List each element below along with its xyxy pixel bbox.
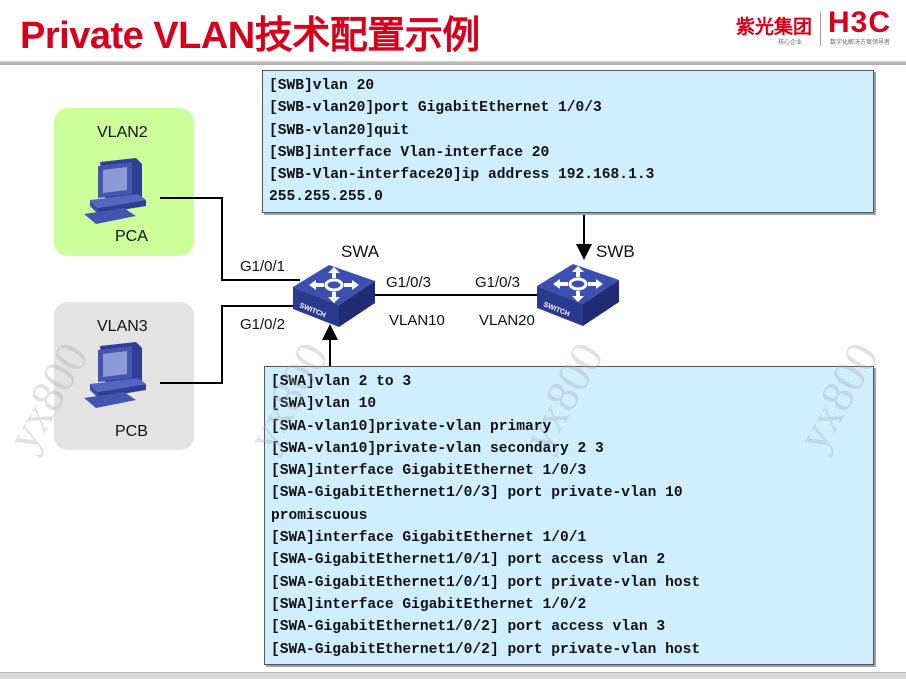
code-line: [SWA]vlan 10 [271, 396, 377, 413]
code-line: [SWB-Vlan-interface20]ip address 192.168… [269, 167, 655, 184]
code-line: [SWB]interface Vlan-interface 20 [269, 144, 550, 161]
group-name: 紫光集团 [736, 16, 813, 38]
pcb-pc-icon [84, 342, 146, 408]
code-line: promiscuous [271, 507, 368, 524]
footer-bar [0, 672, 906, 679]
pca-label: PCA [115, 228, 148, 245]
swb-config-box: [SWB]vlan 20 [SWB-vlan20]port GigabitEthe… [262, 70, 874, 213]
h3c-logo: 紫光集团 核心企业 H3C 数字化解决方案领导者 [736, 6, 906, 50]
port-label-swb-g1-0-3: G1/0/3 [475, 274, 521, 291]
code-line: [SWB-vlan20]quit [269, 122, 410, 139]
vlan3-label: VLAN3 [97, 318, 148, 335]
swa-switch-icon: SWITCH [293, 265, 375, 327]
port-label-swa-g1-0-1: G1/0/1 [240, 258, 286, 275]
swb-label: SWB [596, 242, 635, 261]
code-line: [SWA-GigabitEthernet1/0/2] port private-… [271, 641, 701, 658]
port-label-swa-g1-0-2: G1/0/2 [240, 316, 286, 333]
pcb-label: PCB [115, 423, 148, 440]
code-line: [SWA]interface GigabitEthernet 1/0/3 [271, 463, 587, 480]
swb-switch-icon: SWITCH [537, 264, 619, 326]
code-line: [SWB]vlan 20 [269, 78, 375, 94]
group-tagline: 核心企业 [778, 39, 803, 46]
port-label-swa-g1-0-3: G1/0/3 [386, 274, 432, 291]
code-line: [SWA]interface GigabitEthernet 1/0/2 [271, 596, 587, 613]
code-line: [SWA-GigabitEthernet1/0/2] port access v… [271, 619, 666, 636]
brand-tagline: 数字化解决方案领导者 [830, 39, 891, 46]
code-line: [SWA-vlan10]private-vlan primary [271, 418, 552, 435]
link-vlan20-label: VLAN20 [479, 312, 535, 329]
brand-name: H3C [828, 6, 892, 39]
code-line: [SWA-GigabitEthernet1/0/1] port private-… [271, 574, 701, 591]
link-vlan10-label: VLAN10 [389, 312, 445, 329]
code-line: [SWA]interface GigabitEthernet 1/0/1 [271, 530, 587, 547]
code-line: [SWA-GigabitEthernet1/0/3] port private-… [271, 485, 683, 502]
code-line: [SWA]vlan 2 to 3 [271, 374, 412, 390]
header-divider [0, 61, 906, 65]
link-pcb-swa [160, 305, 300, 384]
code-line: [SWA-GigabitEthernet1/0/1] port access v… [271, 552, 666, 569]
pca-pc-icon [84, 158, 146, 224]
swa-label: SWA [341, 242, 380, 261]
code-line: [SWA-vlan10]private-vlan secondary 2 3 [271, 440, 604, 457]
page-title: Private VLAN技术配置示例 [20, 15, 480, 57]
code-line: 255.255.255.0 [269, 189, 383, 206]
code-line: [SWB-vlan20]port GigabitEthernet 1/0/3 [269, 100, 602, 117]
vlan2-label: VLAN2 [97, 124, 148, 141]
swa-config-box: [SWA]vlan 2 to 3 [SWA]vlan 10 [SWA-vlan10]… [264, 366, 874, 665]
logo-divider [820, 12, 821, 46]
link-pca-swa [160, 197, 300, 281]
